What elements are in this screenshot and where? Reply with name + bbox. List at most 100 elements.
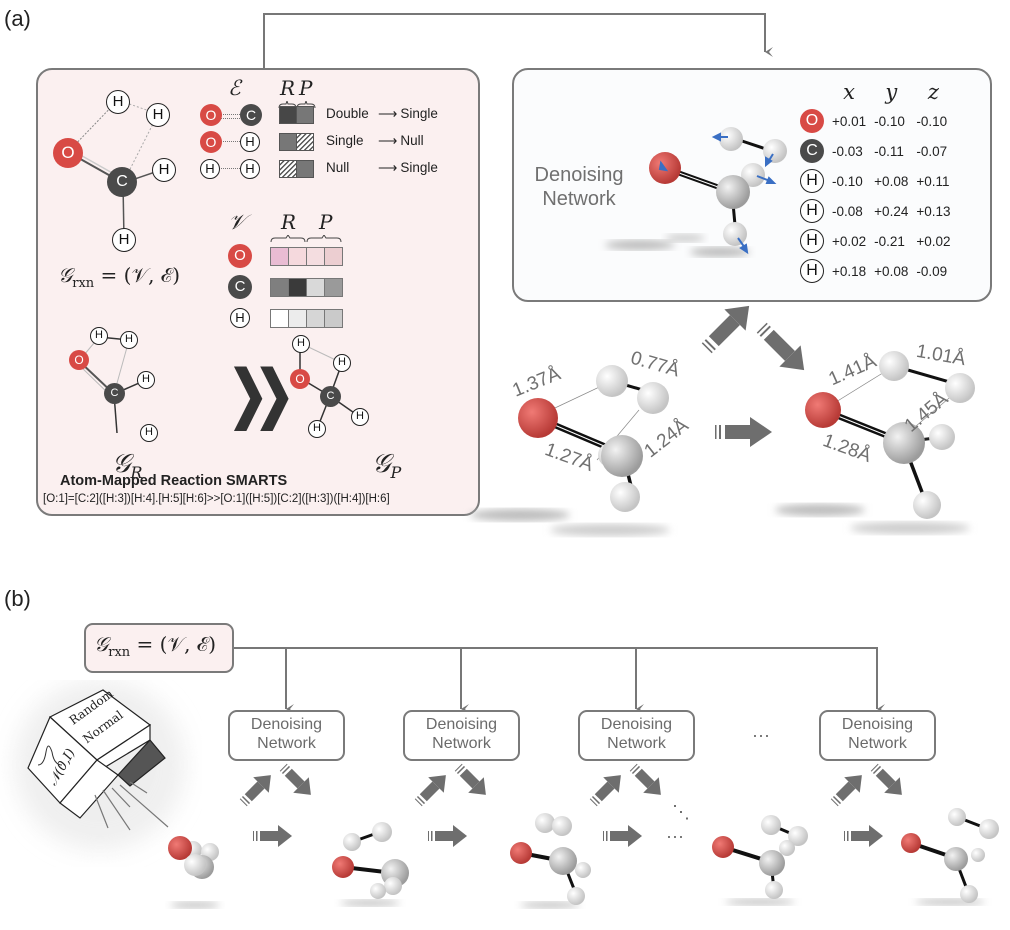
graph-symbol: 𝒢 (58, 263, 73, 287)
bond-type-product: Single (400, 106, 438, 121)
table-atom-hydrogen: H (800, 169, 824, 193)
arrow-out-of-network (454, 763, 486, 795)
vertex-cell (324, 278, 343, 297)
displacement-z: -0.07 (916, 143, 948, 159)
atom-cell: H (796, 166, 828, 196)
transition-arrow-icon: ⟶ (378, 133, 398, 148)
step-label-line1: Denoising (250, 716, 323, 733)
edge-cell-product (296, 106, 314, 124)
arrow-into-network (239, 775, 271, 807)
displacement-x: +0.18 (832, 263, 867, 279)
panel-b-label: (b) (4, 586, 31, 611)
arrow-update (715, 417, 772, 447)
graph-subscript: rxn (72, 276, 95, 291)
displacement-row: O+0.01-0.10-0.10 (796, 106, 955, 136)
table-atom-carbon: C (800, 139, 824, 163)
structure-after (775, 351, 975, 534)
vertex-col-r: R (281, 210, 297, 234)
arrow-step-update (253, 825, 292, 847)
initial-noisy-molecule (168, 836, 220, 908)
step-label-line2: Network (607, 735, 666, 752)
edge-atom-hydrogen: H (200, 159, 220, 179)
arrow-step-update (428, 825, 467, 847)
atom-hydrogen: H (146, 103, 170, 127)
arrow-ellipsis: ··· (666, 826, 684, 846)
reactant-atom-oxygen: O (69, 350, 89, 370)
atom-cell: H (796, 226, 828, 256)
displacement-table-header: x y z (796, 78, 955, 106)
displacement-x: +0.01 (832, 113, 867, 129)
vertex-cell (324, 309, 343, 328)
panel-a-label: (a) (4, 6, 31, 31)
graph-definition: = (𝒱, ℰ) (94, 263, 181, 287)
bond-type-product: Null (400, 133, 424, 148)
column-header-z: z (927, 80, 939, 104)
edge-bond-line (214, 168, 248, 169)
displacement-z: -0.10 (916, 113, 948, 129)
transition-arrow-icon: ⟶ (378, 160, 398, 175)
bond-type-reactant: Single (326, 133, 364, 148)
product-graph-subscript: P (390, 463, 402, 483)
vertex-feature-cells (270, 309, 343, 328)
product-atom-hydrogen: H (333, 354, 351, 372)
table-atom-hydrogen: H (800, 259, 824, 283)
edge-col-p: P (299, 76, 313, 100)
bond-type-reactant: Double (326, 106, 369, 121)
displacement-y: +0.24 (874, 203, 909, 219)
edge-atom-hydrogen: H (240, 132, 260, 152)
displacement-y: -0.10 (874, 113, 905, 129)
step-label-line1: Denoising (600, 716, 673, 733)
smarts-title: Atom-Mapped Reaction SMARTS (60, 473, 288, 489)
arrow-to-network (701, 305, 750, 354)
table-atom-hydrogen: H (800, 199, 824, 223)
vertex-atom-carbon: C (228, 275, 252, 299)
connector-a (263, 13, 773, 68)
atom-hydrogen: H (152, 158, 176, 182)
displacement-row: C-0.03-0.11-0.07 (796, 136, 955, 166)
random-normal-noise-box (15, 680, 185, 850)
step-label-line1: Denoising (425, 716, 498, 733)
atom-cell: H (796, 196, 828, 226)
product-atom-hydrogen: H (351, 408, 369, 426)
product-atom-hydrogen: H (308, 420, 326, 438)
edge-atom-hydrogen: H (240, 159, 260, 179)
structure-before (470, 365, 670, 536)
graph-subscript: rxn (108, 645, 131, 660)
displacement-y: -0.21 (874, 233, 905, 249)
vertex-atom-hydrogen: H (230, 308, 250, 328)
graph-definition: = (𝒱, ℰ) (130, 632, 217, 656)
displacement-z: -0.09 (916, 263, 948, 279)
reactant-graph-subscript: R (130, 463, 143, 483)
transition-arrow-icon: ⟶ (378, 106, 398, 121)
arrow-out-of-network (870, 763, 902, 795)
molecule-step-4 (901, 808, 999, 905)
diagonal-ellipsis: ⋱ (672, 802, 690, 822)
vertex-feature-cells (270, 278, 343, 297)
displacement-x: -0.08 (832, 203, 863, 219)
denoising-title-line1: Denoising (534, 164, 624, 186)
reaction-graph-input-label: 𝒢rxn = (𝒱, ℰ) (94, 632, 216, 660)
denoising-network-title: Denoising Network (524, 163, 634, 211)
vertex-brace (270, 235, 342, 243)
step-label-line2: Network (257, 735, 316, 752)
reactant-atom-hydrogen: H (140, 424, 158, 442)
molecule-step-3 (712, 815, 808, 905)
vertex-atom-oxygen: O (228, 244, 252, 268)
molecule-step-2 (510, 813, 591, 908)
reactant-graph-label: 𝒢R (112, 448, 143, 482)
displacement-y: +0.08 (874, 263, 909, 279)
edge-brace (278, 101, 316, 109)
edge-atom-oxygen: O (200, 104, 222, 126)
edge-cell-product (296, 160, 314, 178)
column-header-y: y (885, 80, 898, 104)
bond-type-reactant: Null (326, 160, 350, 175)
atom-hydrogen: H (106, 90, 130, 114)
displacement-y: -0.11 (874, 143, 904, 159)
atom-oxygen: O (53, 138, 83, 168)
edge-symbol: ℰ (228, 76, 241, 100)
displacement-x: -0.10 (832, 173, 863, 189)
